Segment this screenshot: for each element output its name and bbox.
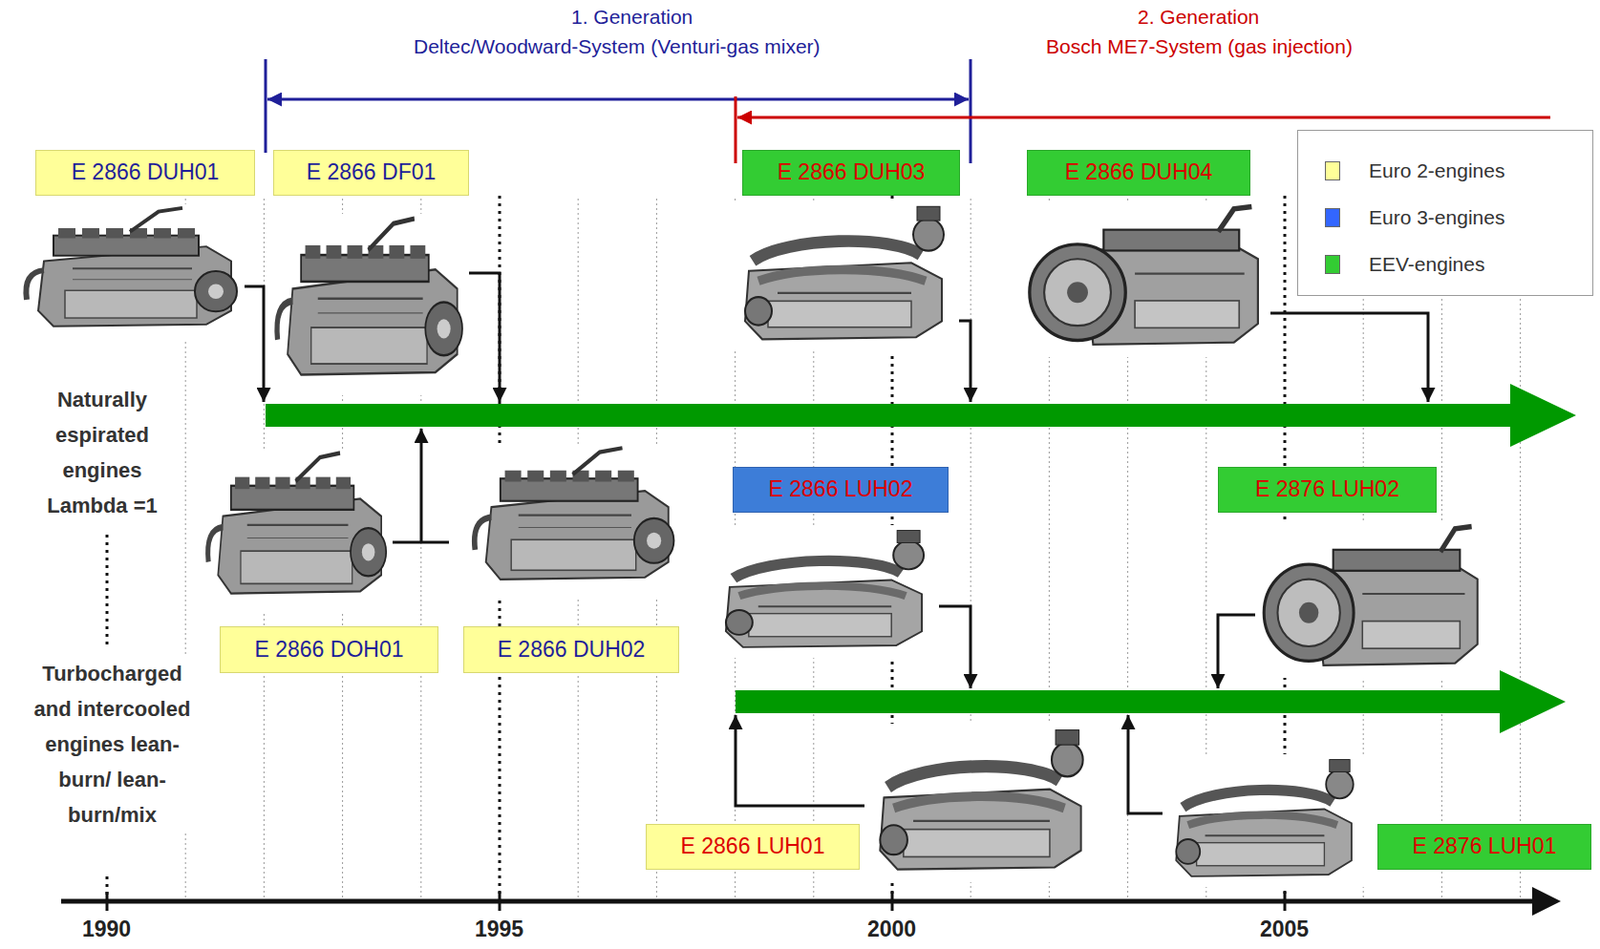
- engine-picture: [15, 204, 245, 342]
- legend-swatch: [1324, 208, 1341, 228]
- legend-entry: EEV-engines: [1298, 250, 1485, 279]
- engine-type-label: E 2876 LUH02: [1255, 477, 1400, 502]
- engine-picture: [1020, 200, 1271, 358]
- legend-text: Euro 2-engines: [1368, 159, 1505, 183]
- engine-type-label: E 2866 DUH04: [1065, 160, 1214, 185]
- axis-tick: [498, 892, 502, 912]
- row-label: Naturally espirated engines Lambda =1: [30, 382, 174, 524]
- engine-label-box: E 2866 DUH03: [742, 149, 960, 196]
- engine-type-label: E 2866 LUH02: [768, 477, 914, 502]
- leader-arrow: [959, 320, 971, 403]
- row-label: Turbocharged and intercooled engines lea…: [28, 656, 196, 833]
- system-title: Deltec/Woodward-System (Venturi-gas mixe…: [413, 34, 821, 59]
- engine-photos: [15, 200, 1490, 888]
- bracket-line: [969, 59, 973, 164]
- engine-picture: [1255, 520, 1490, 679]
- legend-text: EEV-engines: [1368, 253, 1485, 277]
- engine-type-label: E 2866 DOH01: [255, 638, 405, 662]
- bracket-line: [264, 59, 268, 153]
- engine-label-box: E 2866 DUH02: [463, 626, 680, 674]
- leader-arrow: [938, 606, 971, 689]
- legend-entry: Euro 2-engines: [1298, 156, 1505, 186]
- range-arrow: [737, 116, 1551, 120]
- engine-label-box: E 2876 LUH01: [1377, 824, 1592, 871]
- range-arrow: [267, 98, 969, 102]
- leader-arrow: [469, 273, 500, 403]
- leader-arrow: [735, 715, 865, 807]
- engine-label-box: E 2866 LUH02: [732, 467, 949, 513]
- axis-tick: [891, 892, 895, 912]
- engine-picture: [864, 724, 1099, 883]
- leader-arrow: [1270, 313, 1429, 403]
- engine-picture: [464, 444, 682, 598]
- time-axis: [61, 887, 1561, 917]
- year-label: 2000: [867, 917, 917, 944]
- engine-label-box: E 2866 DUH01: [35, 149, 256, 196]
- legend-swatch: [1324, 255, 1341, 275]
- legend-swatch: [1324, 161, 1341, 181]
- year-line: [106, 534, 109, 650]
- grid-line: [1519, 198, 1521, 898]
- generation-title: 1. Generation: [571, 4, 693, 29]
- legend-box: Euro 2-enginesEuro 3-enginesEEV-engines: [1297, 129, 1594, 297]
- engine-picture: [267, 213, 470, 396]
- engine-type-label: E 2866 DUH03: [777, 160, 926, 185]
- legend-text: Euro 3-engines: [1368, 206, 1505, 230]
- axis-line: [61, 899, 1536, 905]
- year-marker-lines: [106, 195, 1285, 898]
- engine-leaders: [244, 273, 1429, 814]
- axis-tick: [1283, 892, 1287, 912]
- engine-label-box: E 2866 DF01: [273, 149, 470, 196]
- engine-type-label: E 2876 LUH01: [1412, 834, 1558, 859]
- bracket-line: [734, 96, 738, 164]
- engine-type-label: E 2866 DUH01: [71, 160, 220, 185]
- engine-type-label: E 2866 LUH01: [681, 834, 826, 859]
- generation-title: 2. Generation: [1137, 4, 1259, 29]
- engine-picture: [710, 525, 939, 659]
- legend-entry: Euro 3-engines: [1298, 203, 1505, 233]
- year-label: 2005: [1259, 917, 1309, 944]
- engine-picture: [198, 448, 393, 613]
- timeline-bar: [265, 384, 1577, 448]
- system-title: Bosch ME7-System (gas injection): [1045, 34, 1353, 59]
- axis-tick: [106, 892, 109, 912]
- leader-arrow: [420, 428, 424, 543]
- engine-type-label: E 2866 DUH02: [497, 638, 646, 662]
- engine-label-box: E 2876 LUH02: [1217, 467, 1437, 513]
- leader-arrow: [244, 286, 264, 403]
- year-grid: [185, 198, 1520, 898]
- leader-arrow: [1128, 715, 1163, 814]
- engine-picture: [729, 200, 960, 352]
- engine-label-box: E 2866 DOH01: [219, 626, 439, 674]
- axis-arrowhead: [1532, 887, 1561, 917]
- engine-label-box: E 2866 LUH01: [645, 824, 860, 871]
- year-label: 1990: [82, 917, 131, 944]
- year-label: 1995: [474, 917, 524, 944]
- engine-type-label: E 2866 DF01: [306, 160, 437, 185]
- leader-arrow: [1217, 615, 1256, 689]
- engine-label-box: E 2866 DUH04: [1026, 149, 1251, 196]
- engine-picture: [1162, 754, 1367, 888]
- timeline-bar: [735, 670, 1566, 734]
